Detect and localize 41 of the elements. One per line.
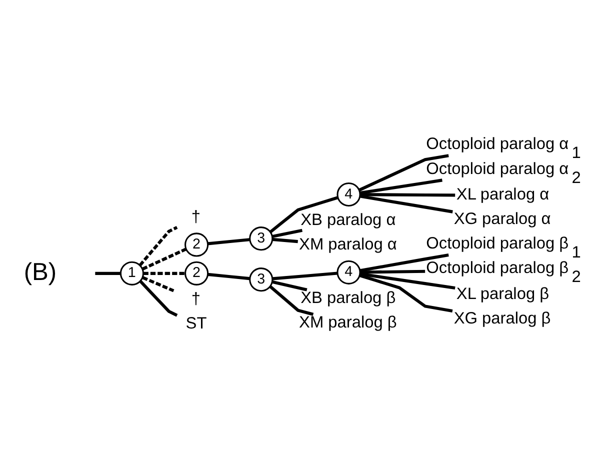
connector [358,154,449,191]
node-text: XB paralog β [300,288,396,306]
connector [360,253,449,272]
connector [208,272,250,280]
connector [138,225,178,266]
node-circle: 2 [184,232,209,256]
connector [360,272,456,290]
node-circle: 1 [120,260,144,285]
connector [142,247,187,270]
node-text: XM paralog β [299,313,397,332]
connector [360,194,453,213]
node-circle: 4 [336,260,361,284]
node-text: † [191,289,201,308]
node-text: XM paralog α [299,235,397,254]
node-text: XL paralog β [456,284,550,302]
connector [360,269,426,274]
connector [270,196,338,233]
connector [143,271,185,274]
connector [272,228,302,238]
node-circle: 2 [184,260,209,285]
node-text: XB paralog α [300,210,396,229]
connector [208,238,250,245]
node-text: ST [186,314,207,332]
connector [272,237,298,243]
node-text: † [191,207,201,226]
node-circle: 3 [249,267,274,292]
node-text: XL paralog α [456,184,550,203]
connector [272,271,338,280]
node-circle: 3 [249,226,274,250]
node-text: XG paralog α [454,210,551,228]
connector [359,274,453,312]
node-text: XG paralog β [454,308,551,327]
connector [269,284,314,316]
connector [139,280,178,316]
connector [360,178,442,194]
node-circle: 4 [336,182,361,206]
label: (B) [24,258,57,286]
connector [272,280,308,291]
connector [95,271,121,274]
connector [142,276,174,292]
connector [360,192,456,196]
